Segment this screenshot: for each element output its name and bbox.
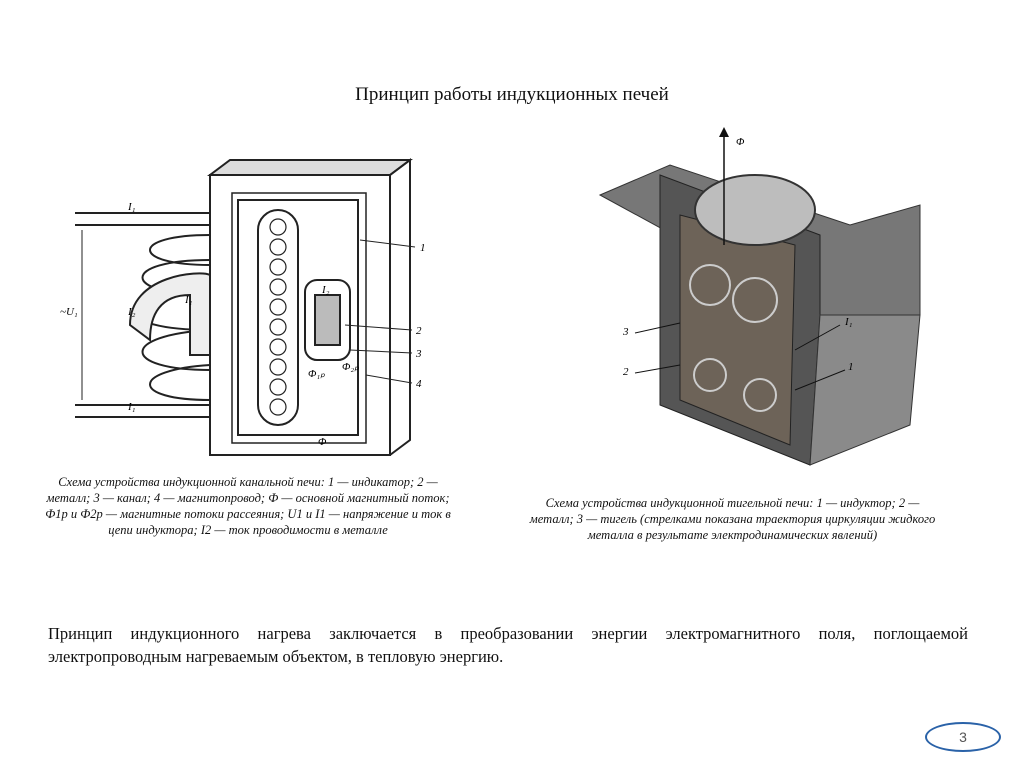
crucible-furnace-caption: Схема устройства индукционной тигельной … <box>529 496 936 542</box>
label-phi1p: Φ₁ₚ <box>308 368 325 380</box>
channel-furnace-caption: Схема устройства индукционной канальной … <box>45 475 451 537</box>
slide-title: Принцип работы индукционных печей <box>355 84 669 105</box>
label-i1: I₁ <box>844 316 853 328</box>
label-4: 4 <box>416 378 422 390</box>
label-i2: I₂ <box>127 306 136 318</box>
crucible-furnace-diagram: Φ I₁ 1 2 3 <box>598 127 921 466</box>
page-number: 3 <box>925 722 1001 752</box>
label-2: 2 <box>623 366 629 378</box>
channel-furnace-diagram: I₁ I₁ ~U₁ I₂ I₁ I₂ 1 2 3 4 Φ Φ₁ₚ Φ₂ₚ <box>60 158 426 456</box>
body-text: Принцип индукционного нагрева заключаетс… <box>48 624 968 666</box>
label-phi: Φ <box>736 136 745 148</box>
label-i1-mid: I₁ <box>184 294 193 306</box>
label-i1-bottom: I₁ <box>127 401 136 413</box>
label-i1-top: I₁ <box>127 201 136 213</box>
label-1: 1 <box>848 361 854 373</box>
label-1: 1 <box>420 242 426 254</box>
label-phi2p: Φ₂ₚ <box>342 361 359 373</box>
label-phi: Φ <box>318 436 327 448</box>
label-2: 2 <box>416 325 422 337</box>
label-i2-channel: I₂ <box>321 284 330 296</box>
label-u1: ~U₁ <box>60 306 78 318</box>
label-3: 3 <box>622 326 629 338</box>
label-3: 3 <box>415 348 422 360</box>
